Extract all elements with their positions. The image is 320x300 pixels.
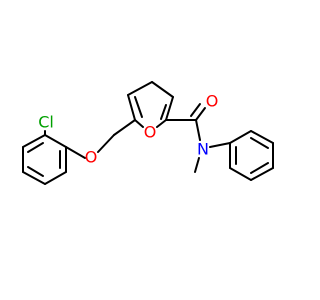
bond xyxy=(195,107,206,121)
bond xyxy=(113,119,136,136)
chlorine-label: Cl xyxy=(38,113,54,132)
bond xyxy=(27,166,44,177)
amide-nitrogen-label: N xyxy=(197,140,209,159)
bond xyxy=(250,130,274,144)
bond xyxy=(27,142,44,153)
bond xyxy=(22,134,46,148)
bond xyxy=(194,157,200,173)
bond xyxy=(127,81,153,96)
bond xyxy=(44,134,67,148)
bond xyxy=(127,94,136,121)
bond xyxy=(151,81,174,98)
bond xyxy=(97,134,115,153)
bond xyxy=(250,167,274,181)
ether-oxygen-label: O xyxy=(85,148,98,167)
molecule-drawing: Cl O O O N xyxy=(22,81,274,185)
atom-labels: Cl O O O N xyxy=(38,92,218,167)
carbonyl-oxygen-label: O xyxy=(206,92,219,111)
bond xyxy=(209,142,231,148)
bond xyxy=(160,104,167,120)
bond xyxy=(229,167,252,181)
bond xyxy=(44,171,67,185)
bond xyxy=(195,119,201,141)
bond xyxy=(190,103,201,117)
bond xyxy=(134,119,144,128)
structure-diagram: Cl O O O N xyxy=(22,81,274,185)
bond xyxy=(156,119,167,128)
bond xyxy=(250,137,269,149)
bond xyxy=(250,162,269,174)
bond xyxy=(165,96,174,121)
furan-oxygen-label: O xyxy=(144,123,157,142)
bond xyxy=(65,146,86,159)
bond xyxy=(22,171,46,185)
bonds xyxy=(22,81,274,185)
bond xyxy=(229,130,252,144)
bond xyxy=(134,96,143,118)
